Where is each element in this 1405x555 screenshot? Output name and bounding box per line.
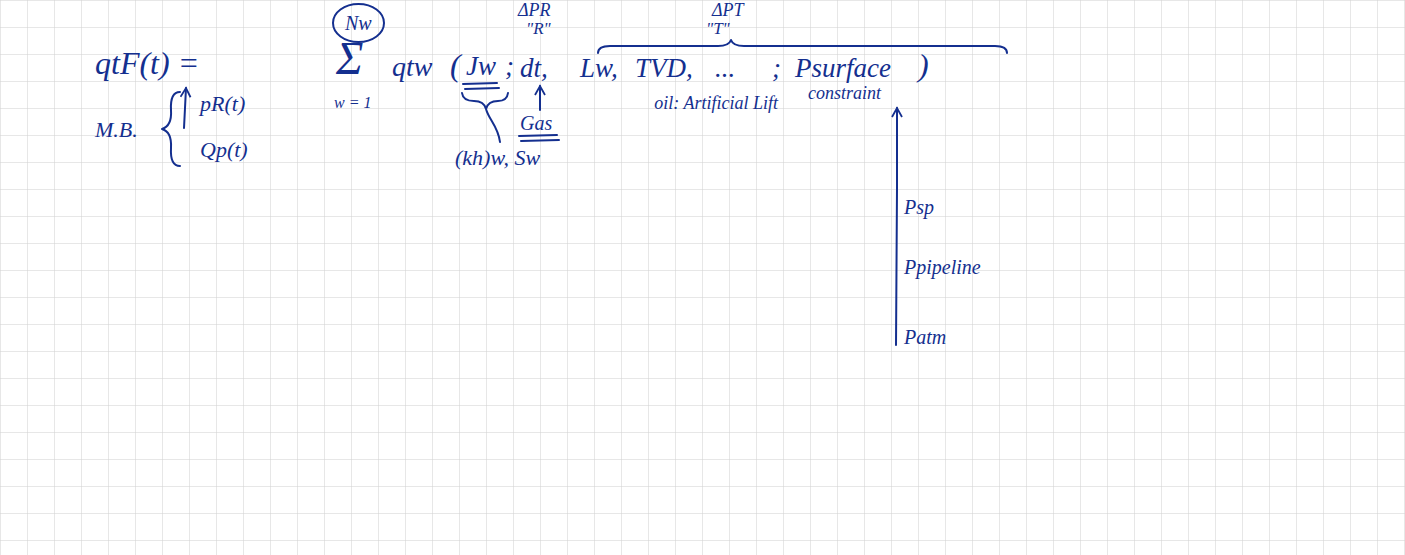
reservoir-params: (kh)w, Sw bbox=[455, 146, 540, 170]
gas-arrow bbox=[539, 86, 541, 110]
region-tag: "R" bbox=[526, 20, 551, 39]
pressure-option: Ppipeline bbox=[904, 256, 981, 278]
pressure-drop: ΔPT bbox=[712, 1, 744, 21]
tubing-term: Lw, bbox=[580, 54, 618, 84]
pressure-term: pR(t) bbox=[200, 92, 245, 116]
surface-term: constraint bbox=[808, 84, 881, 104]
pressure-drop: ΔPR bbox=[518, 1, 551, 21]
note-label: M.B. bbox=[95, 118, 138, 142]
paren: ( bbox=[450, 48, 461, 83]
region-tag: "T" bbox=[706, 20, 730, 39]
sum-symbol: Σ bbox=[336, 34, 363, 85]
mb-arrow bbox=[184, 88, 186, 128]
separator: ; bbox=[505, 52, 514, 82]
tubing-term: ... bbox=[715, 54, 735, 84]
note-label: oil: Artificial Lift bbox=[640, 94, 778, 114]
gas-underline bbox=[519, 135, 559, 141]
equation-lhs: qtF(t) = bbox=[95, 46, 199, 81]
sum-index: w = 1 bbox=[334, 94, 371, 112]
jw-underline bbox=[463, 83, 499, 89]
paren: ) bbox=[918, 48, 929, 83]
rate-term: Qp(t) bbox=[200, 138, 248, 162]
separator: ; bbox=[772, 54, 781, 84]
tubing-term: dt, bbox=[520, 54, 548, 84]
jw-brace bbox=[462, 93, 508, 142]
pressure-option: Psp bbox=[904, 196, 934, 218]
pressure-line bbox=[896, 188, 897, 345]
productivity-term: Jw bbox=[466, 52, 496, 82]
t-brace bbox=[598, 40, 1007, 53]
mb-brace bbox=[162, 92, 180, 166]
well-rate: qtw bbox=[392, 52, 432, 83]
tubing-term: TVD, bbox=[635, 54, 693, 84]
constraint-arrow bbox=[896, 108, 898, 188]
surface-term: Psurface bbox=[795, 54, 891, 84]
note-label: Gas bbox=[520, 112, 552, 134]
pressure-option: Patm bbox=[904, 326, 946, 348]
